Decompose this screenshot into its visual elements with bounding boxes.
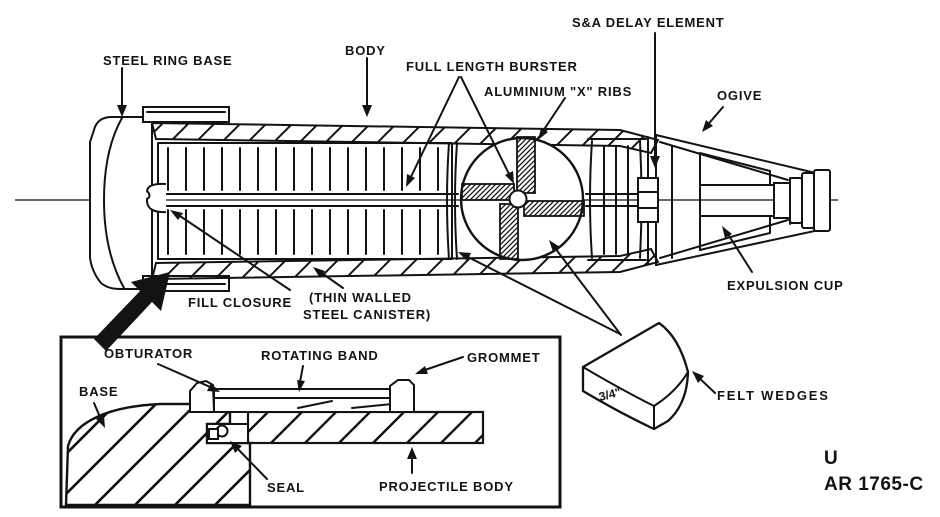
fuze-boss — [773, 182, 791, 219]
canister-end-cap — [446, 142, 458, 260]
label-body: BODY — [345, 43, 386, 58]
rib-right — [523, 200, 585, 217]
aluminium-x-ribs-cross — [461, 136, 585, 260]
ogive-nose — [655, 134, 831, 266]
label-base: BASE — [79, 384, 118, 399]
label-full-length-burster: FULL LENGTH BURSTER — [406, 59, 578, 74]
rib-bottom — [499, 203, 519, 260]
rib-top — [516, 136, 536, 194]
felt-wedge-drawing: 3/4" FELT WEDGES — [458, 240, 830, 431]
projectile-cutaway-view — [15, 106, 838, 292]
sa-delay-element-part — [637, 177, 659, 223]
canister-outline — [157, 142, 453, 260]
wedge-leader-a — [461, 253, 621, 335]
main-labels: STEEL RING BASE BODY FULL LENGTH BURSTER… — [103, 15, 844, 322]
label-obturator: OBTURATOR — [104, 346, 193, 361]
wedge-leader-b — [551, 243, 622, 336]
label-projectile-body: PROJECTILE BODY — [379, 479, 514, 494]
base-detail-inset: OBTURATOR ROTATING BAND GROMMET BASE SEA… — [59, 335, 562, 509]
label-grommet: GROMMET — [467, 350, 540, 365]
wedge-dimension: 3/4" — [597, 385, 622, 404]
body-wall-top — [150, 121, 660, 155]
grommet-block — [389, 379, 415, 413]
felt-wedge-shape — [581, 321, 690, 431]
label-expulsion-cup: EXPULSION CUP — [727, 278, 844, 293]
rotating-band-strip — [213, 397, 391, 413]
base-wedge — [64, 402, 252, 507]
ogive-inner-lines — [659, 141, 789, 259]
label-seal: SEAL — [267, 480, 305, 495]
label-rotating-band: ROTATING BAND — [261, 348, 379, 363]
classification-mark: U — [824, 448, 838, 469]
label-thin-walled-2: STEEL CANISTER) — [303, 307, 431, 322]
fuze-ring-2 — [801, 172, 815, 229]
main-leader-lines — [117, 32, 753, 291]
ogive-outline — [655, 134, 825, 266]
label-felt-wedges: FELT WEDGES — [717, 388, 830, 403]
sa-delay-element-lines — [637, 191, 659, 209]
fill-closure-plug — [145, 182, 167, 214]
felt-wedge-edges — [582, 366, 689, 430]
fuze-ring-3 — [813, 169, 831, 232]
detail-callout-arrow — [94, 272, 170, 351]
label-aluminium-x-ribs: ALUMINIUM "X" RIBS — [484, 84, 632, 99]
expulsion-cup-part — [699, 152, 791, 251]
drawing-number: AR 1765-C — [824, 474, 924, 495]
seal-backup — [208, 428, 219, 440]
steel-ring-top — [142, 106, 230, 123]
rotating-band-upper-strip — [213, 388, 391, 399]
burster-tube — [161, 193, 649, 207]
label-fill-closure: FILL CLOSURE — [188, 295, 292, 310]
obturator-block — [189, 379, 216, 413]
label-sa-delay-element: S&A DELAY ELEMENT — [572, 15, 725, 30]
detail-leader-lines — [93, 356, 464, 480]
base-inner-contour — [102, 117, 125, 289]
label-thin-walled-1: (THIN WALLED — [309, 290, 412, 305]
rib-left — [461, 183, 515, 201]
label-ogive: OGIVE — [717, 88, 762, 103]
projectile-body-bar — [246, 410, 485, 445]
body-wall-bottom — [150, 247, 660, 281]
fuze-ring-1 — [789, 177, 803, 224]
footer-marks: U AR 1765-C — [824, 448, 924, 495]
canister-corrugations — [167, 147, 439, 255]
rib-hub — [508, 189, 528, 209]
base-block — [89, 116, 153, 290]
label-steel-ring-base: STEEL RING BASE — [103, 53, 233, 68]
